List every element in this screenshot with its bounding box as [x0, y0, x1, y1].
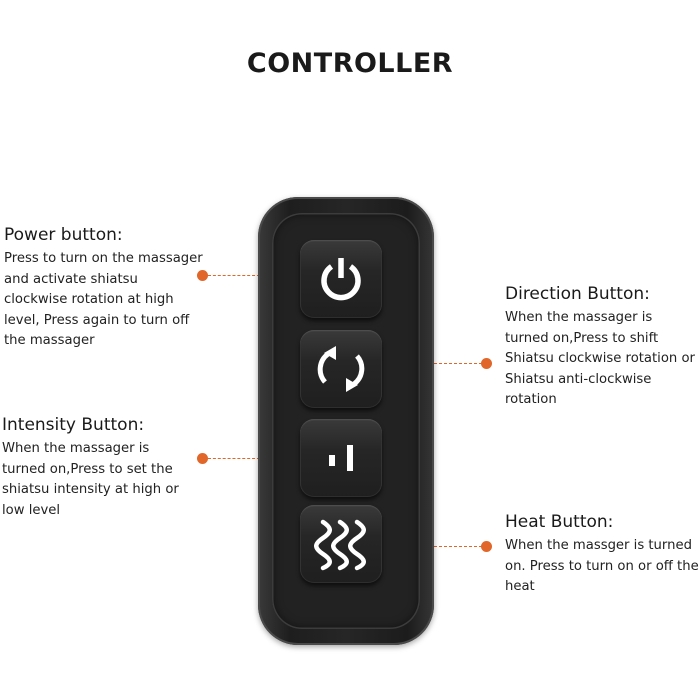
heat-connector-dot [481, 541, 492, 552]
direction-button[interactable] [300, 330, 382, 408]
intensity-icon [329, 445, 353, 471]
power-button-callout: Power button: Press to turn on the massa… [4, 225, 204, 352]
direction-button-callout: Direction Button: When the massager is t… [505, 284, 700, 411]
heat-button-callout: Heat Button: When the massger is turned … [505, 512, 700, 598]
intensity-connector-line [208, 458, 304, 459]
power-button-description: Press to turn on the massager and activa… [4, 251, 203, 348]
intensity-connector-dot [197, 453, 208, 464]
intensity-button[interactable] [300, 419, 382, 497]
heat-waves-icon [314, 519, 366, 571]
intensity-button-heading: Intensity Button: [2, 415, 145, 435]
direction-button-heading: Direction Button: [505, 284, 650, 304]
power-connector-dot [197, 270, 208, 281]
power-icon [321, 258, 361, 301]
direction-rotate-icon [317, 346, 365, 392]
direction-connector-dot [481, 358, 492, 369]
direction-button-description: When the massager is turned on,Press to … [505, 310, 695, 407]
intensity-button-description: When the massager is turned on,Press to … [2, 441, 179, 518]
heat-button-heading: Heat Button: [505, 512, 614, 532]
heat-button[interactable] [300, 505, 382, 583]
power-connector-line [208, 275, 304, 276]
intensity-button-callout: Intensity Button: When the massager is t… [2, 415, 182, 521]
power-button-heading: Power button: [4, 225, 123, 245]
heat-button-description: When the massger is turned on. Press to … [505, 538, 699, 594]
page-title: CONTROLLER [246, 48, 454, 79]
power-button[interactable] [300, 240, 382, 318]
remote-controller [258, 197, 434, 645]
